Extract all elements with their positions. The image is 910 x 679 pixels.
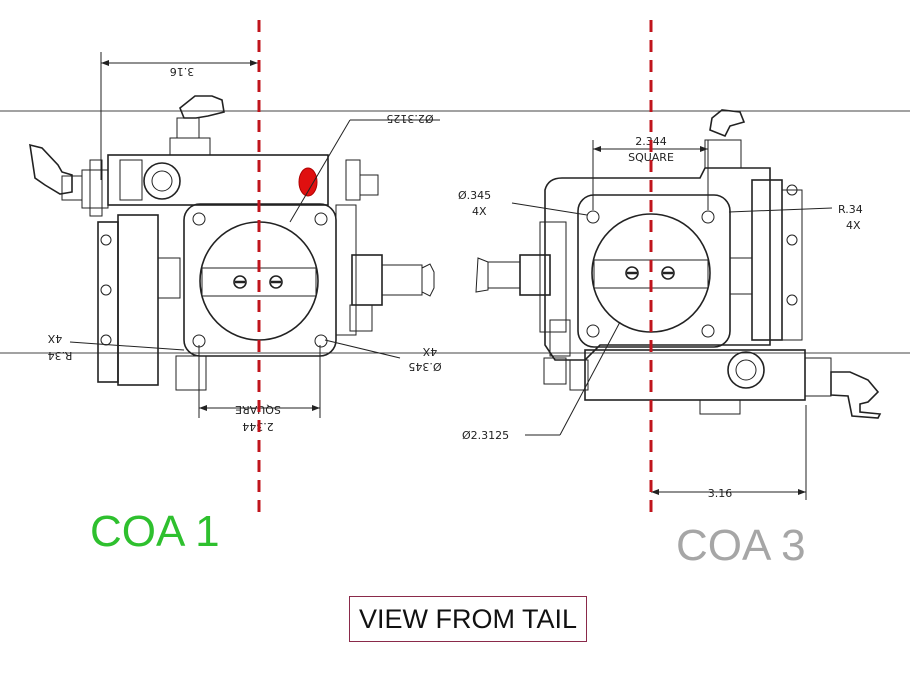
coa3-label: COA 3 (676, 521, 806, 570)
coa1-assembly (29, 95, 435, 391)
coa3-hole-qty: 4X (472, 205, 487, 218)
coa1-radius-qty: 4X (47, 332, 62, 345)
coa1-hole-qty: 4X (422, 345, 437, 358)
highlight-marker (298, 167, 318, 197)
coa3-width-dim: 3.16 (708, 487, 733, 500)
coa1-label: COA 1 (90, 507, 220, 556)
coa1-bore-dim: Ø2.3125 (386, 112, 433, 125)
coa3-square-word: SQUARE (628, 151, 674, 164)
coa3-flange (577, 194, 731, 348)
coa3-assembly (475, 109, 882, 419)
coa1-radius-dim: R.34 (48, 349, 73, 362)
coa3-hole-dim: Ø.345 (458, 189, 491, 202)
coa3-radius-dim: R.34 (838, 203, 863, 216)
coa3-bore-dim: Ø2.3125 (462, 429, 509, 442)
coa1-width-dim: 3.16 (170, 65, 195, 78)
view-caption-text: VIEW FROM TAIL (358, 603, 578, 634)
coa3-dimensions: 2.344 SQUARE Ø.345 4X R.34 4X Ø2.3125 3.… (458, 135, 863, 500)
coa1-dimensions: 3.16 Ø2.3125 R.34 4X Ø.345 4X 2.344 SQUA… (47, 52, 442, 433)
coa1-hole-dim: Ø.345 (408, 360, 441, 373)
view-caption: VIEW FROM TAIL (349, 596, 587, 642)
coa3-radius-qty: 4X (846, 219, 861, 232)
